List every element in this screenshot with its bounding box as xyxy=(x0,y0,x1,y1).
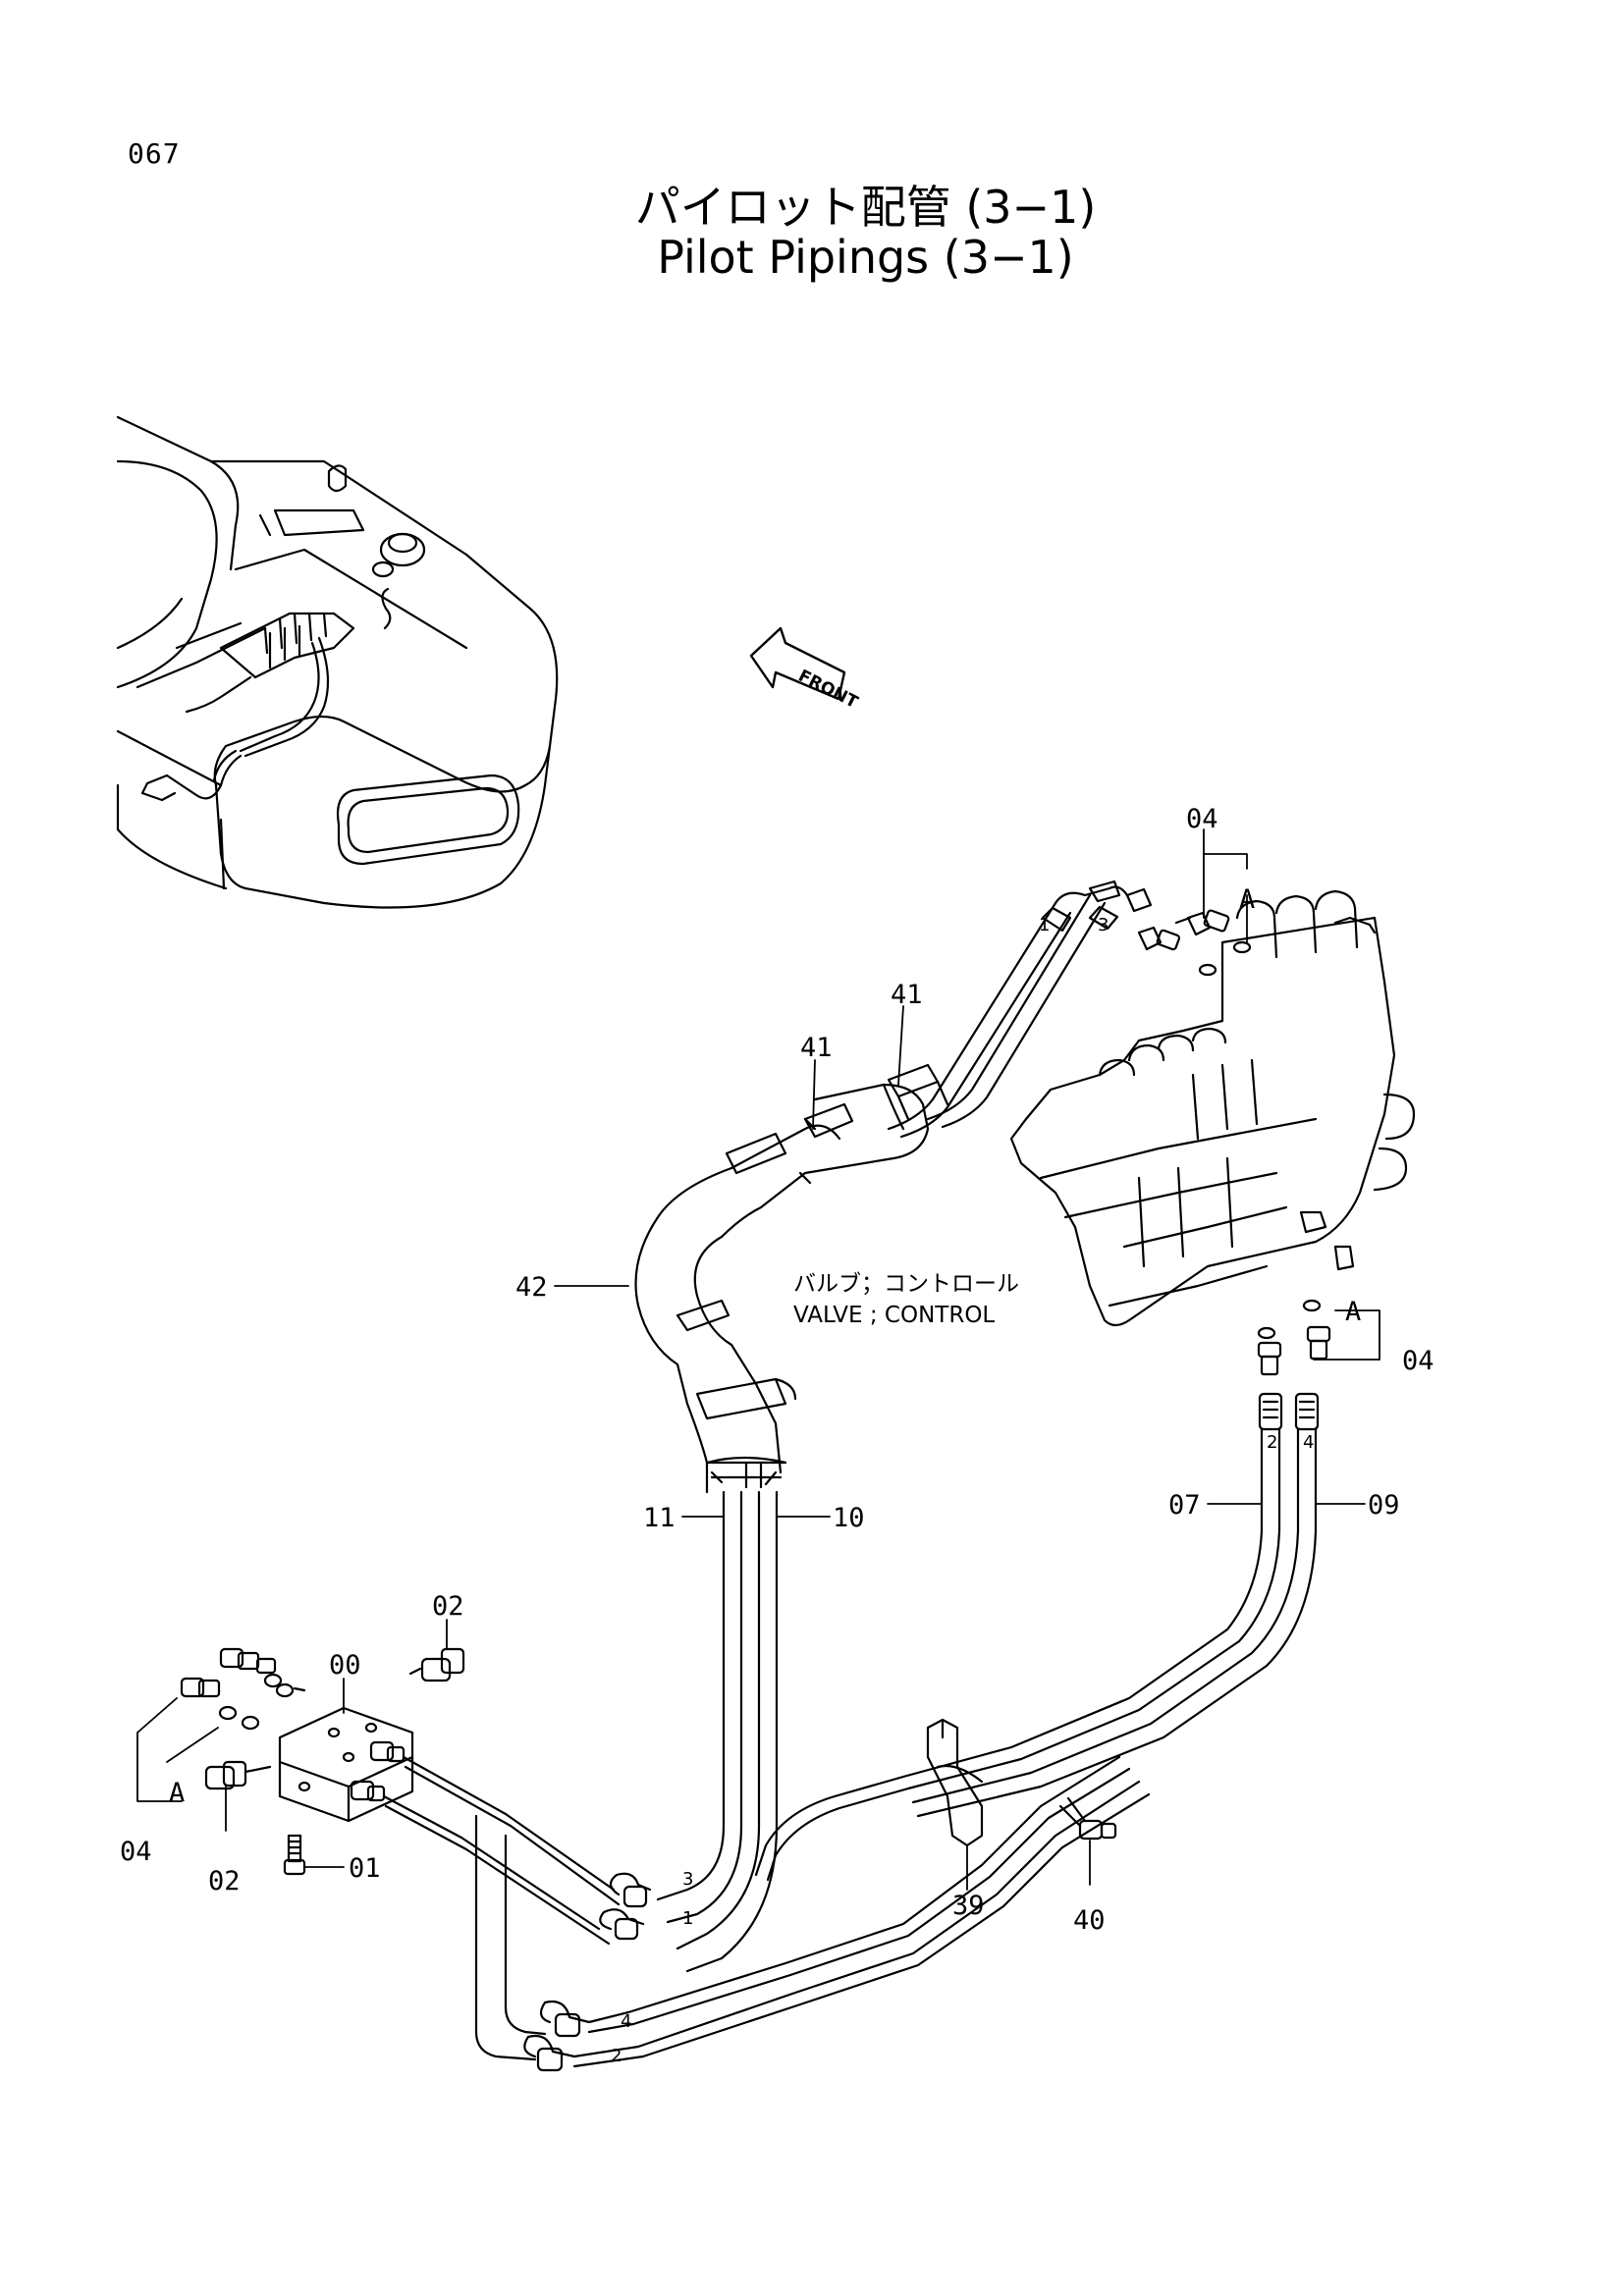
callout-04-top-right: 04 xyxy=(1186,804,1218,834)
front-arrow-label: FRONT xyxy=(795,667,861,714)
callout-01: 01 xyxy=(349,1853,381,1884)
callout-a-top: A xyxy=(1239,884,1255,915)
port-number-right-2: 2 xyxy=(1267,1432,1277,1453)
clamp-bracket xyxy=(926,1718,1117,1847)
port-number-bottom-4: 4 xyxy=(621,2011,631,2032)
callout-11: 11 xyxy=(643,1503,676,1533)
control-valve xyxy=(1009,889,1416,1340)
hose-port-numbers: 1 3 2 4 3 1 4 2 xyxy=(611,915,1314,2066)
callout-09: 09 xyxy=(1368,1490,1400,1521)
port-number-bottom-1: 1 xyxy=(682,1908,693,1929)
machine-overview-illustration xyxy=(116,415,559,909)
port-number-right-4: 4 xyxy=(1303,1432,1314,1453)
title-english: Pilot Pipings (3−1) xyxy=(657,231,1074,284)
port-number-bottom-3: 3 xyxy=(682,1869,693,1890)
callout-40: 40 xyxy=(1073,1905,1106,1936)
hoses-07-09 xyxy=(901,1392,1320,1818)
callout-02-top: 02 xyxy=(432,1591,464,1622)
callout-a-mid: A xyxy=(1345,1297,1361,1327)
front-direction-arrow: FRONT xyxy=(749,626,861,714)
callout-04-mid-right: 04 xyxy=(1402,1346,1434,1376)
fittings-upper-04 xyxy=(1088,880,1230,951)
callout-02-bottom: 02 xyxy=(208,1866,241,1896)
hoses-10-11 xyxy=(656,1490,779,1973)
callout-a-left: A xyxy=(169,1778,185,1808)
callout-labels: 04 A 41 41 42 A 04 07 09 11 10 02 00 A 0… xyxy=(120,804,1434,1936)
valve-label-english: VALVE ; CONTROL xyxy=(793,1303,995,1328)
port-number-top-1: 1 xyxy=(1039,915,1050,935)
callout-42: 42 xyxy=(515,1272,548,1303)
leader-lines xyxy=(136,828,1380,1891)
callout-41-b: 41 xyxy=(800,1033,833,1063)
callout-39: 39 xyxy=(952,1891,985,1921)
callout-10: 10 xyxy=(833,1503,865,1533)
port-number-bottom-2: 2 xyxy=(611,2046,622,2066)
valve-label-japanese: バルブ；コントロール xyxy=(793,1271,1019,1297)
hose-bundle-protector xyxy=(634,885,1129,1494)
page-number: 067 xyxy=(128,137,181,170)
port-number-top-3: 3 xyxy=(1098,915,1109,935)
valve-label: バルブ；コントロール VALVE ; CONTROL xyxy=(793,1271,1019,1328)
callout-07: 07 xyxy=(1168,1490,1201,1521)
callout-04-left: 04 xyxy=(120,1837,152,1867)
manifold-fittings xyxy=(180,1647,465,1876)
title-japanese: パイロット配管 (3−1) xyxy=(634,181,1097,234)
callout-41-a: 41 xyxy=(891,980,923,1010)
rigid-pipes xyxy=(382,1755,652,1946)
manifold-block xyxy=(278,1706,414,1823)
bottom-elbow-fittings xyxy=(474,1755,1151,2072)
callout-00: 00 xyxy=(329,1650,361,1681)
fittings-lower-04 xyxy=(1257,1325,1331,1376)
